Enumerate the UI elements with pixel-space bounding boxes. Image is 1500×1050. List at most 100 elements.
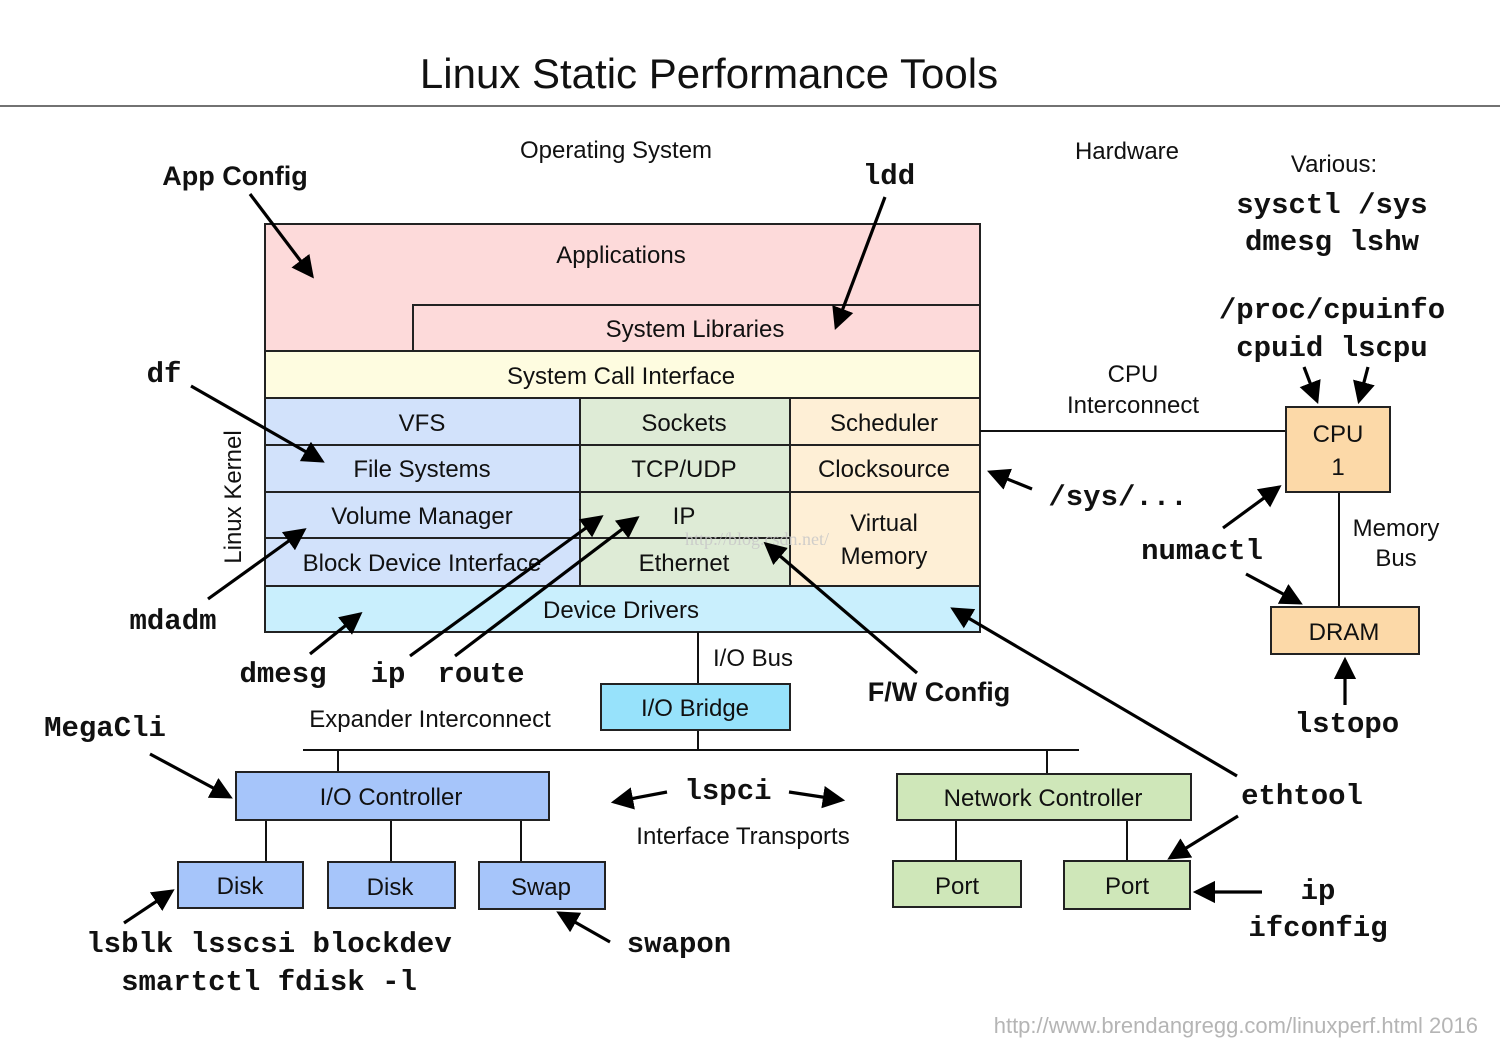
- tool-disk-1: lsblk lsscsi blockdev: [86, 928, 451, 961]
- memory-bus-label-2: Bus: [1375, 545, 1416, 572]
- layer-virtual-memory-label-2: Memory: [841, 543, 928, 570]
- tool-lspci: lspci: [684, 775, 771, 808]
- arrow-app-config: [248, 193, 314, 279]
- watermark: http://blog.csdn.net/: [685, 529, 829, 549]
- cpu-number: 1: [1331, 454, 1344, 481]
- network-controller-box[interactable]: [896, 773, 1192, 821]
- tool-ip: ip: [1301, 875, 1336, 908]
- cpu-box[interactable]: [1285, 406, 1391, 493]
- arrow-megacli: [149, 752, 233, 799]
- tool-various-1: sysctl /sys: [1236, 189, 1427, 222]
- layer-tcp-udp-label: TCP/UDP: [631, 456, 736, 483]
- expander-interconnect-label: Expander Interconnect: [309, 706, 551, 733]
- tool-ifconfig: ifconfig: [1248, 912, 1387, 945]
- arrow-cpuid: [1299, 366, 1321, 404]
- layer-virtual-memory[interactable]: [789, 491, 981, 587]
- arrow-lspci-right: [788, 786, 846, 809]
- layer-device-drivers-label: Device Drivers: [543, 597, 699, 624]
- arrow-numactl-dram: [1245, 572, 1303, 605]
- tool-fw-config: F/W Config: [868, 677, 1010, 707]
- io-bus-label: I/O Bus: [713, 645, 793, 672]
- tool-various-2: dmesg lshw: [1245, 226, 1420, 259]
- arrow-disk-tools: [123, 889, 175, 925]
- hardware-components: CPU 1 DRAM I/O Bridge I/O Controller Dis…: [177, 406, 1420, 910]
- port-2-box[interactable]: [1063, 860, 1191, 910]
- tool-app-config: App Config: [162, 161, 307, 191]
- arrow-ethtool-port: [1167, 814, 1239, 860]
- cpu-interconnect-label-2: Interconnect: [1067, 392, 1199, 419]
- port-1-label: Port: [935, 873, 979, 900]
- dram-box[interactable]: [1270, 606, 1420, 655]
- network-controller-label: Network Controller: [944, 785, 1143, 812]
- tool-ip-route-ip: ip: [371, 658, 406, 691]
- layer-system-call-interface-label: System Call Interface: [507, 363, 735, 390]
- layer-system-libraries-label: System Libraries: [606, 316, 785, 343]
- disk-1-box[interactable]: [177, 861, 304, 909]
- tool-cpu-1: /proc/cpuinfo: [1219, 294, 1445, 327]
- bus-lines: [265, 430, 1340, 862]
- layer-clocksource[interactable]: [789, 444, 981, 493]
- arrow-lspci-left: [610, 787, 668, 810]
- linux-kernel-label: Linux Kernel: [220, 430, 247, 563]
- hardware-heading: Hardware: [1075, 138, 1179, 165]
- tool-dmesg: dmesg: [239, 658, 326, 691]
- io-controller-box[interactable]: [235, 771, 550, 821]
- swap-label: Swap: [511, 874, 571, 901]
- arrow-ldd: [832, 196, 887, 330]
- layer-scheduler-label: Scheduler: [830, 410, 938, 437]
- layer-ethernet[interactable]: [579, 537, 791, 587]
- io-controller-label: I/O Controller: [320, 784, 463, 811]
- layer-ethernet-label: Ethernet: [639, 550, 730, 577]
- arrow-lscpu: [1353, 366, 1375, 405]
- os-stack: Applications System Libraries System Cal…: [264, 223, 981, 633]
- disk-1-label: Disk: [217, 873, 265, 900]
- layer-file-systems-label: File Systems: [353, 456, 490, 483]
- tool-swapon: swapon: [627, 928, 731, 961]
- tool-various-label: Various:: [1291, 151, 1377, 178]
- page-title: Linux Static Performance Tools: [420, 50, 998, 97]
- cpu-interconnect-label-1: CPU: [1108, 361, 1159, 388]
- arrow-dmesg: [309, 612, 363, 656]
- interface-transports-label: Interface Transports: [636, 823, 849, 850]
- arrow-df: [190, 384, 325, 463]
- tool-ip-route-route: route: [437, 658, 524, 691]
- swap-box[interactable]: [478, 861, 606, 910]
- tool-disk-2: smartctl fdisk -l: [121, 966, 417, 999]
- tool-megacli: MegaCli: [44, 712, 166, 745]
- layer-virtual-memory-label-1: Virtual: [850, 510, 918, 537]
- layer-sockets-label: Sockets: [641, 410, 726, 437]
- arrow-numactl-cpu: [1222, 485, 1282, 530]
- tool-mdadm: mdadm: [129, 605, 216, 638]
- arrow-ethtool-drivers: [950, 607, 1238, 778]
- arrow-ip-to-ip: [409, 515, 604, 658]
- arrow-route-to-ip: [454, 516, 640, 658]
- disk-2-label: Disk: [367, 874, 415, 901]
- disk-2-box[interactable]: [327, 861, 456, 909]
- arrows: [123, 193, 1375, 944]
- layer-volume-manager-label: Volume Manager: [331, 503, 512, 530]
- io-bridge-box[interactable]: [600, 683, 791, 731]
- tool-cpu-2: cpuid lscpu: [1236, 332, 1427, 365]
- arrow-swapon: [556, 911, 611, 944]
- tool-lstopo: lstopo: [1295, 708, 1399, 741]
- layer-scheduler[interactable]: [789, 397, 981, 446]
- arrow-sys-dots: [987, 468, 1033, 491]
- tool-numactl: numactl: [1141, 535, 1263, 568]
- tool-sys-dots: /sys/...: [1048, 481, 1187, 514]
- tool-ethtool: ethtool: [1241, 780, 1363, 813]
- io-bridge-label: I/O Bridge: [641, 695, 749, 722]
- tool-df: df: [147, 358, 182, 391]
- tool-ldd: ldd: [863, 160, 915, 193]
- layer-ip-label: IP: [673, 503, 696, 530]
- layer-system-libraries[interactable]: [412, 304, 981, 352]
- port-1-box[interactable]: [892, 860, 1022, 908]
- dram-label: DRAM: [1309, 619, 1380, 646]
- footer-url: http://www.brendangregg.com/linuxperf.ht…: [994, 1013, 1478, 1038]
- arrow-mdadm: [207, 528, 307, 601]
- cpu-label: CPU: [1313, 421, 1364, 448]
- port-2-label: Port: [1105, 873, 1149, 900]
- layer-block-device-interface-label: Block Device Interface: [303, 550, 542, 577]
- layer-tcp-udp[interactable]: [579, 444, 791, 493]
- layer-applications-label: Applications: [556, 242, 685, 269]
